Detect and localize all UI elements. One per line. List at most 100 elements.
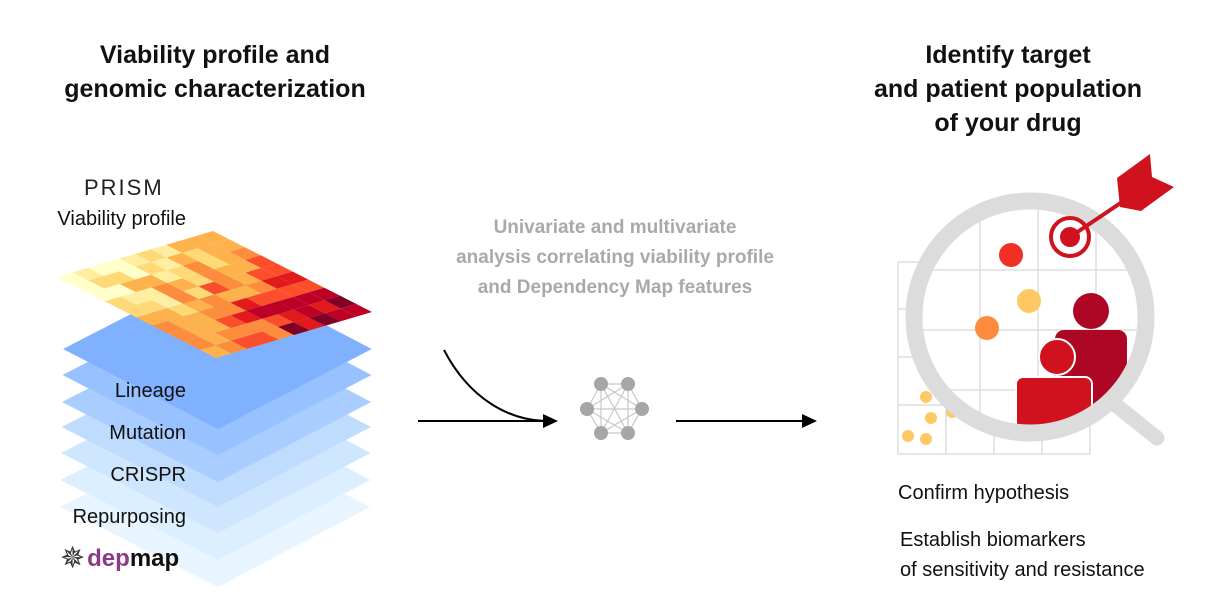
layer-label-crispr: CRISPR xyxy=(110,464,186,486)
heatmap-cell xyxy=(245,268,277,281)
confirm-hypothesis-text: Confirm hypothesis xyxy=(898,482,1070,504)
left-title-line: Viability profile and xyxy=(99,41,331,69)
heatmap-cell xyxy=(197,231,229,244)
arrowhead-left xyxy=(543,414,558,428)
network-node xyxy=(594,426,608,440)
heatmap-cell xyxy=(214,277,246,290)
dart-fletching xyxy=(1117,154,1174,211)
heatmap-cell xyxy=(213,251,246,265)
heatmap-cell xyxy=(231,336,263,349)
network-node xyxy=(635,402,649,416)
heatmap-cell xyxy=(277,309,310,323)
heatmap-cell xyxy=(229,247,261,260)
heatmap-cell xyxy=(197,243,230,257)
heatmap-cell xyxy=(151,270,183,283)
heatmap-cell xyxy=(103,258,136,272)
heatmap-cell xyxy=(214,289,246,303)
heatmap-cell xyxy=(292,279,325,293)
heatmap-cell xyxy=(136,300,168,313)
heatmap-cell xyxy=(135,287,168,301)
heatmap-cell xyxy=(198,256,230,270)
heatmap-cell xyxy=(261,301,294,315)
heatmap-cell xyxy=(181,235,214,249)
heatmap-cell xyxy=(198,281,231,295)
network-edge xyxy=(586,408,629,434)
heatmap-cell xyxy=(293,317,326,331)
heatmap-cell xyxy=(135,249,167,263)
compass-icon: ✵ xyxy=(60,542,86,575)
layer-label-repurposing: Repurposing xyxy=(72,506,186,528)
biomarkers-text-line2: of sensitivity and resistance xyxy=(900,559,1145,581)
heatmap-cell xyxy=(72,267,105,281)
heatmap-cell xyxy=(119,254,151,267)
heatmap-cell xyxy=(214,302,247,316)
heatmap-cell xyxy=(230,310,263,324)
right-title: Identify target and patient population o… xyxy=(808,38,1208,140)
heatmap-cell xyxy=(135,274,168,288)
heatmap-cell xyxy=(278,322,310,335)
network-edge xyxy=(600,408,643,434)
heatmap-cell xyxy=(198,269,230,282)
right-title-line: of your drug xyxy=(934,109,1082,137)
heatmap-cell xyxy=(104,296,137,310)
heatmap-cell xyxy=(88,288,121,302)
arrowhead-right xyxy=(802,414,817,428)
heatmap-cell xyxy=(199,307,231,320)
biomarkers-text-line1: Establish biomarkers xyxy=(900,529,1086,551)
heatmap-cell xyxy=(324,295,357,309)
heatmap-cell xyxy=(150,257,183,271)
heatmap-cell xyxy=(246,331,279,345)
network-edge xyxy=(586,383,629,410)
heatmap-cell xyxy=(200,345,232,358)
heatmap-cell xyxy=(182,248,214,261)
heatmap-cell xyxy=(215,315,247,328)
heatmap-cell xyxy=(167,278,199,291)
depmap-logo-map: map xyxy=(129,545,180,572)
network-icon xyxy=(580,377,649,440)
heatmap-cell xyxy=(57,272,89,286)
heatmap-cell xyxy=(262,314,294,327)
heatmap-cell xyxy=(88,263,120,276)
heatmap-cell xyxy=(120,304,153,318)
heatmap-cell xyxy=(135,262,167,275)
magnifier-handle xyxy=(1104,394,1165,446)
analysis-description: Univariate and multivariate analysis cor… xyxy=(415,213,815,303)
network-node xyxy=(594,377,608,391)
heatmap-cell xyxy=(150,244,183,258)
heatmap-cell xyxy=(167,303,200,317)
heatmap-cell xyxy=(151,295,184,309)
heatmap-cell xyxy=(340,303,372,317)
heatmap-cell xyxy=(166,265,199,279)
prism-logo-text: PRISM xyxy=(84,175,164,200)
heatmap-cell xyxy=(182,261,214,274)
heatmap-cell xyxy=(261,263,293,277)
network-node xyxy=(580,402,594,416)
network-node xyxy=(621,426,635,440)
heatmap-cell xyxy=(262,326,294,340)
heatmap-cell xyxy=(136,312,168,326)
data-point-orange xyxy=(975,316,999,340)
heatmap-cell xyxy=(183,299,215,312)
heatmap-cell xyxy=(151,282,183,296)
heatmap-cell xyxy=(167,291,199,304)
heatmap-cell xyxy=(246,318,279,332)
heatmap-cell xyxy=(72,280,105,294)
heatmap-cell xyxy=(213,264,246,278)
heatmap-cell xyxy=(277,284,309,297)
heatmap-cell xyxy=(246,306,278,319)
heatmap-cell xyxy=(293,292,325,305)
left-title: Viability profile and genomic characteri… xyxy=(15,38,415,106)
curved-arrow xyxy=(443,349,546,422)
heatmap-cell xyxy=(104,271,136,284)
heatmap-cell xyxy=(245,280,278,294)
heatmap-cell xyxy=(199,319,231,333)
target-icon xyxy=(1049,154,1174,258)
right-title-line: Identify target xyxy=(925,41,1091,69)
heatmap-cell xyxy=(215,328,247,341)
data-point-red xyxy=(999,243,1023,267)
heatmap-cell xyxy=(183,324,216,338)
heatmap-cell xyxy=(277,296,309,310)
heatmap-cell xyxy=(213,239,245,252)
